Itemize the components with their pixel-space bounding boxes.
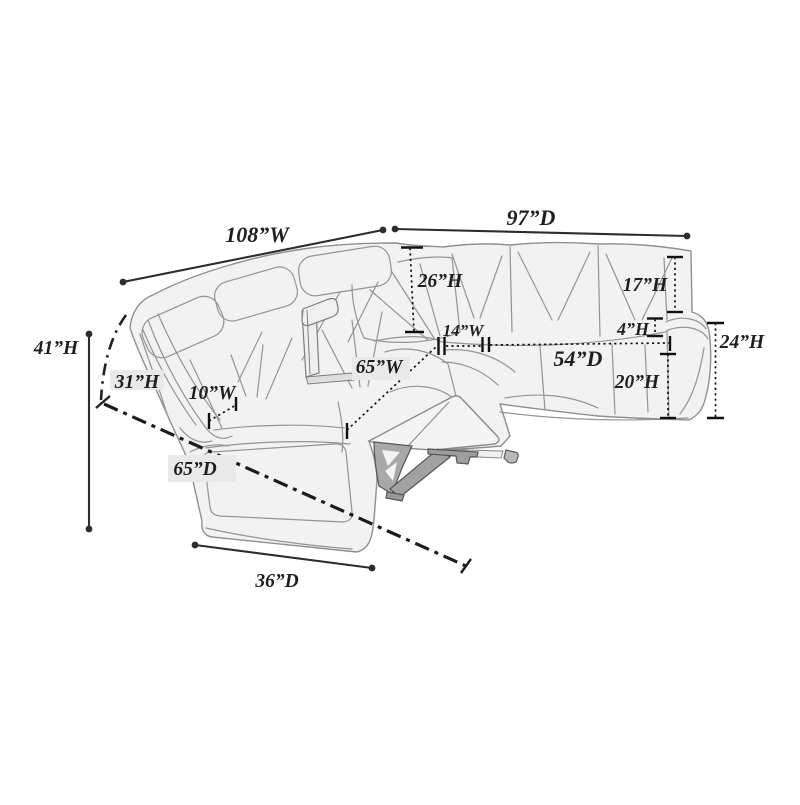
svg-text:14”W: 14”W xyxy=(443,321,486,340)
svg-text:54”D: 54”D xyxy=(554,346,603,371)
svg-text:36”D: 36”D xyxy=(254,571,298,592)
svg-text:108”W: 108”W xyxy=(225,222,290,247)
svg-text:17”H: 17”H xyxy=(623,275,668,296)
svg-text:24”H: 24”H xyxy=(719,332,765,353)
svg-text:26”H: 26”H xyxy=(417,271,463,292)
svg-text:10”W: 10”W xyxy=(189,383,237,404)
svg-text:65”D: 65”D xyxy=(173,459,216,480)
svg-text:4”H: 4”H xyxy=(616,319,650,339)
svg-text:41”H: 41”H xyxy=(33,338,79,359)
svg-text:31”H: 31”H xyxy=(114,372,160,393)
svg-text:65”W: 65”W xyxy=(356,357,404,378)
svg-text:97”D: 97”D xyxy=(507,205,556,230)
svg-text:20”H: 20”H xyxy=(614,372,660,393)
